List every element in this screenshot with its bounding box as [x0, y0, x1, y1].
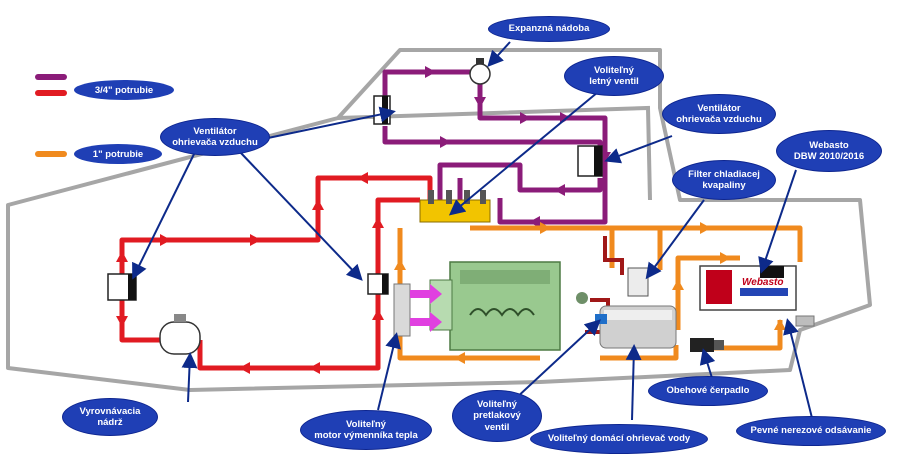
callout-webasto: Webasto DBW 2010/2016	[776, 130, 882, 172]
callout-stainless-exhaust: Pevné nerezové odsávanie	[736, 416, 886, 446]
legend-orange-pipe	[35, 151, 67, 157]
circulation-pump	[690, 338, 724, 352]
legend-label-pipe-34: 3/4" potrubie	[74, 80, 174, 100]
red-flow-arrows	[116, 172, 384, 374]
webasto-logo: Webasto	[742, 277, 784, 288]
callout-summer-valve: Voliteľný letný ventil	[564, 56, 664, 96]
webasto-heater	[699, 265, 797, 311]
fan-heater-left	[107, 273, 137, 301]
legend-purple-pipe	[35, 74, 67, 80]
orange-flow-arrows	[394, 222, 786, 364]
callout-engine-heat-exchanger: Voliteľný motor výmenníka tepla	[300, 410, 432, 450]
callout-equalization-tank: Vyrovnávacia nádrž	[62, 398, 158, 436]
valve-manifold	[419, 190, 491, 223]
pressure-relief-valve	[595, 314, 607, 324]
hull-outline	[6, 48, 872, 392]
hull-inner-line	[337, 105, 652, 201]
callout-coolant-filter: Filter chladiacej kvapaliny	[672, 160, 776, 200]
legend-red-pipe	[35, 90, 67, 96]
equalization-tank	[159, 314, 201, 355]
callout-leaders	[132, 41, 813, 421]
callout-fan-heater-left: Ventilátor ohrievača vzduchu	[160, 118, 270, 156]
heat-exchanger	[393, 283, 411, 337]
engine-block	[429, 261, 588, 351]
callout-circulation-pump: Obehové čerpadlo	[648, 376, 768, 406]
callout-fan-heater-right: Ventilátor ohrievača vzduchu	[662, 94, 776, 134]
engine-coolant-connectors	[410, 284, 442, 332]
water-heater	[599, 305, 677, 349]
legend-swatches	[35, 74, 67, 157]
coolant-filter	[627, 267, 649, 297]
fan-heater-top-right	[577, 145, 603, 177]
fan-heater-mid	[367, 273, 389, 295]
fan-heater-top-left	[373, 95, 391, 125]
stainless-exhaust	[795, 315, 815, 327]
callout-pressure-valve: Voliteľný pretlakový ventil	[452, 390, 542, 442]
callout-expansion-tank: Expanzná nádoba	[488, 16, 610, 42]
callout-water-heater: Voliteľný domácí ohrievač vody	[530, 424, 708, 454]
expansion-tank	[469, 58, 491, 85]
legend-label-pipe-1: 1" potrubie	[74, 144, 162, 164]
